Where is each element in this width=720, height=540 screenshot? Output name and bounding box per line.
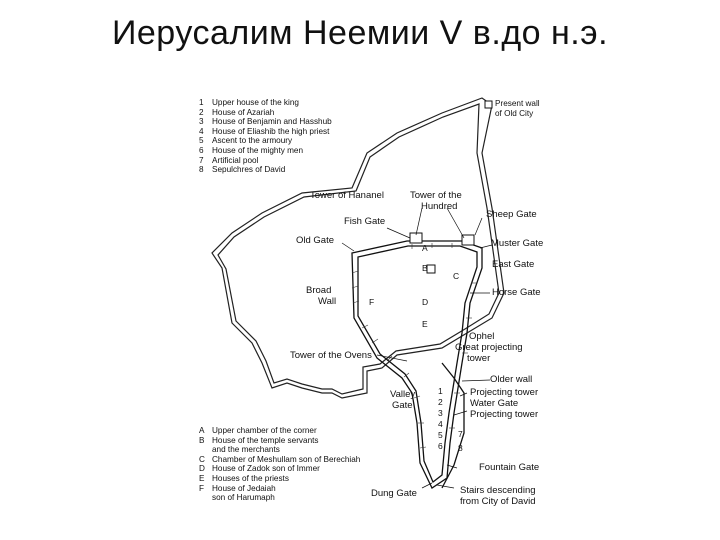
legend-text: House of Jedaiah (212, 483, 276, 493)
map-number-3: 3 (438, 408, 443, 418)
map-letter-e: E (422, 319, 428, 329)
label-stairs-2: from City of David (460, 496, 536, 507)
page-title: Иерусалим Неемии V в.до н.э. (111, 14, 609, 52)
legend-row: B House of the temple servants (199, 436, 360, 446)
legend-row: 4 House of Eliashib the high priest (199, 127, 332, 137)
wall-hatching (351, 243, 477, 449)
map-drawing (211, 97, 505, 489)
legend-text: House of the temple servants (212, 435, 319, 445)
label-projecting-tower-2: Projecting tower (470, 409, 539, 420)
map-number-2: 2 (438, 397, 443, 407)
legend-key: 8 (199, 165, 204, 175)
label-fish-gate: Fish Gate (344, 216, 386, 227)
legend-key: 4 (199, 126, 204, 136)
legend-row: son of Harumaph (199, 493, 360, 503)
tower-hundred-marker (461, 234, 475, 246)
label-stairs-1: Stairs descending (460, 485, 536, 496)
legend-row: 1 Upper house of the king (199, 98, 332, 108)
label-sheep-gate: Sheep Gate (486, 209, 537, 220)
map-number-6: 6 (438, 441, 443, 451)
present-wall-line2: of Old City (495, 108, 534, 118)
label-tower-hundred-1: Tower of the (410, 190, 462, 201)
label-broad-wall-1: Broad (306, 285, 332, 296)
map-letter-b: B (422, 263, 428, 273)
label-muster-gate: Muster Gate (491, 238, 544, 249)
legend-row: F House of Jedaiah (199, 484, 360, 494)
label-ophel: Ophel (469, 331, 495, 342)
label-dung-gate: Dung Gate (371, 488, 417, 499)
label-old-gate: Old Gate (296, 235, 335, 246)
map-number-8: 8 (458, 443, 463, 453)
nehemiah-wall (351, 240, 483, 489)
legend-row: 8 Sepulchres of David (199, 165, 332, 175)
map-number-7: 7 (458, 429, 463, 439)
label-tower-hananel: Tower of Hananel (310, 190, 384, 201)
legend-row: E Houses of the priests (199, 474, 360, 484)
legend-text: Ascent to the armoury (212, 136, 293, 146)
label-valley-gate-1: Valley (390, 389, 416, 400)
label-broad-wall-2: Wall (318, 296, 337, 307)
legend-key: 6 (199, 145, 204, 155)
legend-letters: A Upper chamber of the corner B House of t… (199, 426, 360, 503)
label-water-gate: Water Gate (470, 398, 519, 409)
legend-text: House of Zadok son of Immer (212, 464, 320, 474)
legend-key: 5 (199, 136, 204, 146)
label-projecting-tower: Projecting tower (470, 387, 539, 398)
legend-key: A (199, 426, 205, 435)
label-older-wall: Older wall (490, 374, 533, 385)
legend-text: son of Harumaph (212, 493, 275, 503)
jerusalem-map: 1 Upper house of the king 2 House of Azari… (192, 93, 562, 513)
legend-text: House of the mighty men (212, 145, 304, 155)
legend-key: 7 (199, 155, 204, 165)
label-tower-ovens: Tower of the Ovens (290, 350, 372, 361)
legend-text: Upper chamber of the corner (212, 426, 317, 435)
present-wall-legend: Present wall of Old City (495, 99, 540, 118)
legend-text: Houses of the priests (212, 473, 289, 483)
legend-key: E (199, 473, 205, 483)
map-letter-a: A (422, 243, 428, 253)
legend-text: House of Azariah (212, 107, 275, 117)
legend-text: Chamber of Meshullam son of Berechiah (212, 454, 361, 464)
temple-marker (426, 264, 436, 274)
legend-text: House of Benjamin and Hasshub (212, 117, 332, 127)
label-tower-hundred-2: Hundred (421, 201, 458, 212)
label-great-tower-1: Great projecting (455, 342, 523, 353)
map-letter-d: D (422, 297, 429, 307)
label-fountain-gate: Fountain Gate (479, 462, 540, 473)
legend-row: A Upper chamber of the corner (199, 426, 360, 436)
map-letter-c: C (453, 271, 460, 281)
legend-text: House of Eliashib the high priest (212, 126, 330, 136)
leader-lines (341, 207, 493, 489)
legend-row: D House of Zadok son of Immer (199, 464, 360, 474)
legend-key: 1 (199, 98, 204, 107)
legend-row: 2 House of Azariah (199, 108, 332, 118)
legend-text: and the merchants (212, 445, 280, 455)
legend-key: 3 (199, 117, 204, 127)
label-valley-gate-2: Gate (392, 400, 413, 411)
map-number-5: 5 (438, 430, 443, 440)
legend-row: 5 Ascent to the armoury (199, 136, 332, 146)
legend-row: 6 House of the mighty men (199, 146, 332, 156)
present-wall-line1: Present wall (495, 99, 540, 108)
legend-text: Artificial pool (212, 155, 259, 165)
map-number-1: 1 (438, 386, 443, 396)
legend-row: 3 House of Benjamin and Hasshub (199, 117, 332, 127)
label-horse-gate: Horse Gate (492, 287, 541, 298)
legend-key: B (199, 435, 205, 445)
label-east-gate: East Gate (492, 259, 535, 270)
legend-key: F (199, 483, 205, 493)
map-letter-f: F (369, 297, 375, 307)
legend-key: 2 (199, 107, 204, 117)
legend-key: D (199, 464, 205, 474)
legend-row: C Chamber of Meshullam son of Berechiah (199, 455, 360, 465)
legend-row: and the merchants (199, 445, 360, 455)
label-great-tower-2: tower (467, 353, 491, 364)
legend-row: 7 Artificial pool (199, 156, 332, 166)
legend-key: C (199, 454, 205, 464)
map-number-4: 4 (438, 419, 443, 429)
legend-text: Sepulchres of David (212, 165, 286, 175)
legend-numbers: 1 Upper house of the king 2 House of Azari… (199, 98, 332, 175)
legend-text: Upper house of the king (212, 98, 299, 107)
present-wall-legend-swatch (484, 100, 493, 109)
